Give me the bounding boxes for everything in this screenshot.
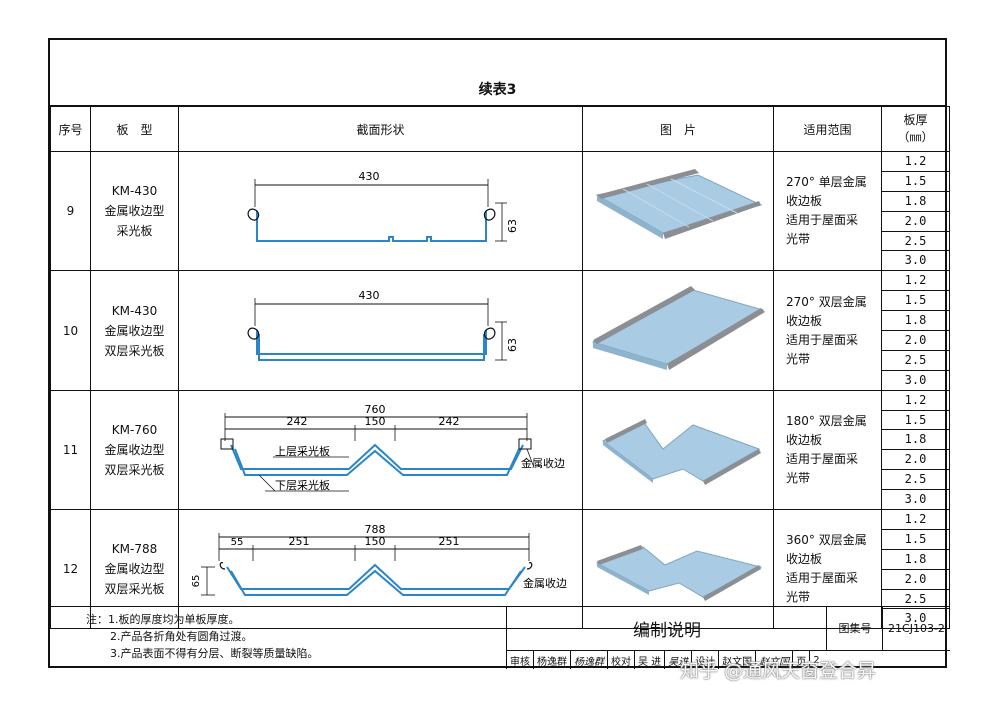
section-drawing: 788 55 251 150 251 [178,509,583,630]
row-seq: 11 [50,389,91,511]
signature-row: 审核杨逸群 杨逸群校对 吴 进吴进 设计赵文国 赵文国页 2 [506,650,950,669]
profile-km430-double: 430 63 [247,289,519,362]
header-type: 板 型 [90,106,179,152]
use-cell: 180° 双层金属收边板 适用于屋面采光带 [773,389,882,511]
photo-cell [582,509,774,630]
use-cell: 270° 双层金属收边板 适用于屋面采光带 [773,270,882,391]
photo-km760 [602,419,761,486]
table-header-row: 序号 板 型 截面形状 图 片 适用范围 板厚 （㎜） [50,106,950,152]
svg-text:251: 251 [289,535,310,548]
profile-km760: 760 242 150 242 上层采光板 [220,403,565,492]
title-block-title: 编制说明 [506,606,827,650]
svg-text:242: 242 [287,415,308,428]
use-cell: 270° 单层金属收边板 适用于屋面采光带 [773,150,882,272]
svg-text:上层采光板: 上层采光板 [275,444,330,458]
svg-text:金属收边: 金属收边 [523,576,567,590]
watermark-text: 知乎 @通风天窗登合昇 [680,660,877,682]
photo-cell [582,150,774,272]
svg-text:150: 150 [365,535,386,548]
type-line3: 采光板 [116,224,153,239]
table-caption: 续表3 [50,40,945,106]
row-seq: 12 [50,509,91,630]
title-block: 编制说明 图集号 21CJ103-2 审核杨逸群 杨逸群校对 吴 进吴进 设计赵… [506,606,950,669]
type-code: KM-430 [111,184,158,199]
section-drawing: 430 63 [178,150,583,272]
photo-km430-double [591,286,765,371]
section-drawing: 760 242 150 242 上层采光板 [178,389,583,511]
svg-text:65: 65 [191,574,202,587]
drawing-sheet: 续表3 序号 板 型 截面形状 图 片 适用范围 板厚 （㎜） 9 KM-430… [48,38,950,669]
profile-km788: 788 55 251 150 251 [191,523,567,596]
svg-text:下层采光板: 下层采光板 [275,478,330,492]
row-type: KM-430 金属收边型 采光板 [90,150,179,272]
profile-km430-single: 430 63 [247,170,519,242]
type-line2: 金属收边型 [104,204,165,219]
header-photo: 图 片 [582,106,774,152]
header-thickness: 板厚 （㎜） [881,106,950,152]
svg-text:760: 760 [365,403,386,416]
svg-text:430: 430 [359,289,380,302]
svg-text:251: 251 [439,535,460,548]
photo-km430-single [595,168,763,239]
header-use: 适用范围 [773,106,882,152]
notes-text: 注：1.板的厚度均为单板厚度。 2.产品各折角处有圆角过渡。 3.产品表面不得有… [86,611,319,662]
photo-km788 [595,544,763,601]
section-drawing: 430 63 [178,270,583,391]
note-3: 3.产品表面不得有分层、断裂等质量缺陷。 [110,647,319,660]
atlas-code: 21CJ103-2 [882,606,950,650]
header-seq: 序号 [50,106,91,152]
row-seq: 10 [50,270,91,391]
use-cell: 360° 双层金属收边板 适用于屋面采光带 [773,509,882,630]
svg-text:242: 242 [439,415,460,428]
svg-text:63: 63 [506,338,519,352]
svg-text:55: 55 [231,537,244,548]
header-section: 截面形状 [178,106,583,152]
note-1: 注：1.板的厚度均为单板厚度。 [86,613,240,626]
svg-text:788: 788 [365,523,386,536]
photo-cell [582,270,774,391]
photo-cell [582,389,774,511]
dim-height: 63 [506,219,519,233]
svg-text:金属收边: 金属收边 [521,456,565,470]
row-seq: 9 [50,150,91,272]
product-table: 序号 板 型 截面形状 图 片 适用范围 板厚 （㎜） 9 KM-430 金属收… [50,106,950,630]
svg-text:150: 150 [365,415,386,428]
dim-width: 430 [359,170,380,183]
table-row: 9 KM-430 金属收边型 采光板 430 63 [50,150,950,272]
note-2: 2.产品各折角处有圆角过渡。 [110,630,253,643]
atlas-label: 图集号 [826,606,883,650]
notes-area: 注：1.板的厚度均为单板厚度。 2.产品各折角处有圆角过渡。 3.产品表面不得有… [50,606,949,669]
